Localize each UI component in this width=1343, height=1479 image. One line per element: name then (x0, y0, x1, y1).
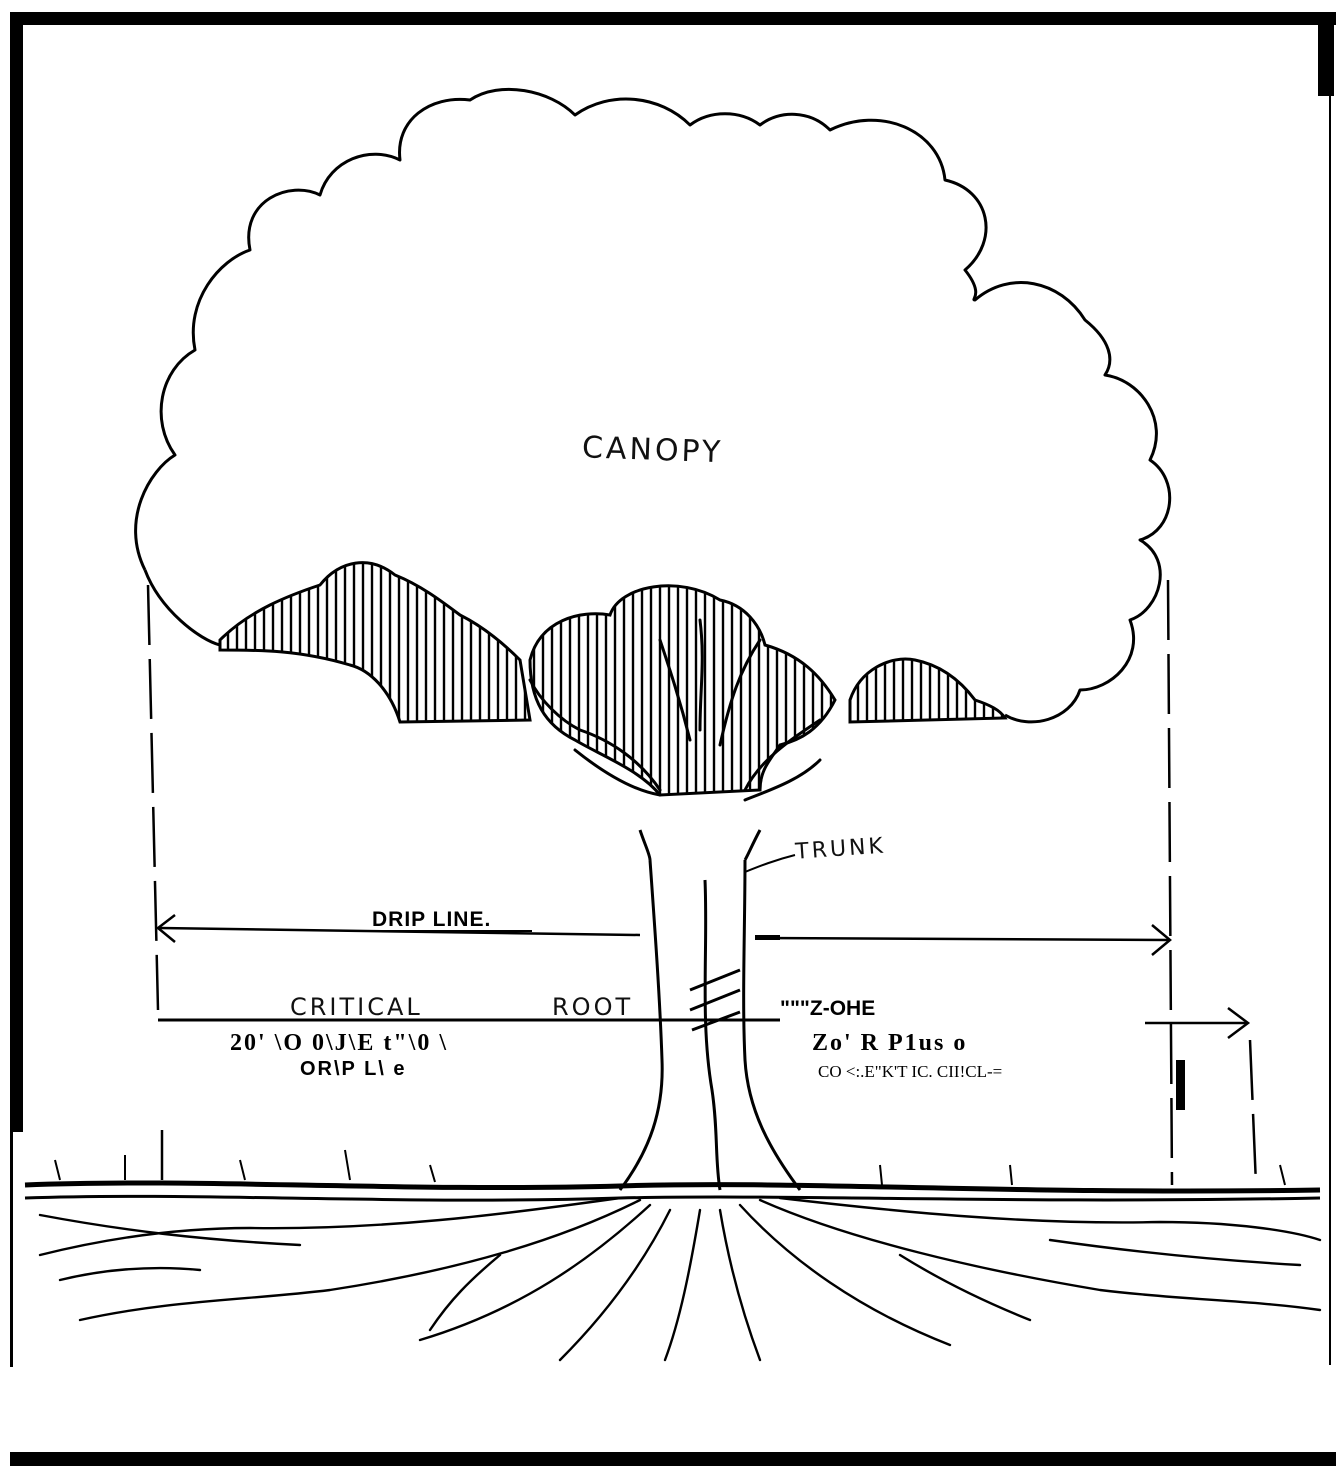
note-left-line-1: 20' \O 0\J\E t"\0 \ (230, 1030, 448, 1056)
shade-left (218, 561, 532, 724)
drip-line-label: DRIP LINE. (372, 908, 491, 931)
canopy-outline (134, 87, 1172, 724)
shade-right (848, 657, 1008, 724)
canopy-label: CANOPY (581, 430, 723, 470)
ground (24, 1149, 1321, 1202)
note-left-line-2: OR\P L\ e (300, 1058, 407, 1080)
page-frame (10, 12, 1336, 1466)
zone-label: """Z-OHE (780, 997, 875, 1020)
critical-root-zone-line (158, 1007, 1251, 1110)
trunk-label: TRUNK (794, 834, 887, 865)
trunk-leader (744, 854, 796, 873)
shade-center (528, 584, 837, 797)
critical-label: CRITICAL (290, 993, 423, 1021)
trunk (618, 829, 802, 1191)
drip-line-arrows (155, 914, 1172, 956)
canopy-lower-edge (143, 569, 221, 647)
note-right-line-2: CO <:.E"K'T IC. CII!CL-= (818, 1062, 1002, 1081)
note-right-line-1: Zo' R P1us o (812, 1030, 967, 1056)
root-label: ROOT (552, 993, 633, 1021)
branches (528, 618, 822, 802)
drip-line-verticals (146, 579, 1258, 1186)
roots (38, 1196, 1322, 1362)
